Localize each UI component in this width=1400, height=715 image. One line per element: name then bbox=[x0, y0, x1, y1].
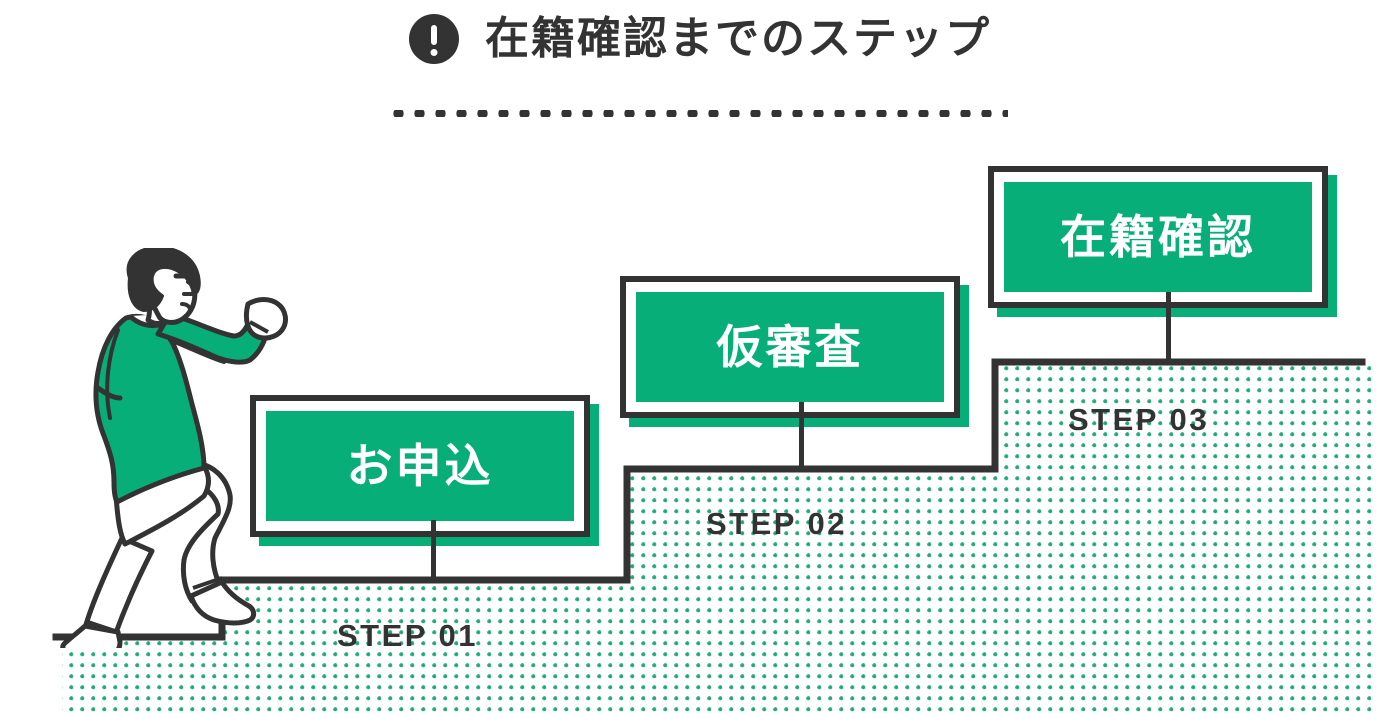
title-row: 在籍確認までのステップ bbox=[0, 14, 1400, 64]
step-box-1[interactable]: お申込 bbox=[250, 395, 599, 546]
box-outline bbox=[250, 395, 590, 537]
step-connector-2 bbox=[799, 402, 804, 466]
person-front-sock bbox=[192, 576, 223, 590]
person-climbing-stairs-illustration bbox=[60, 248, 288, 648]
stair-dot-fills bbox=[62, 365, 1372, 715]
step-number-2: STEP 02 bbox=[706, 506, 848, 541]
person-mouth bbox=[180, 302, 192, 312]
box-fill bbox=[1004, 182, 1312, 292]
step-number-3: STEP 03 bbox=[1068, 402, 1210, 437]
header: 在籍確認までのステップ bbox=[0, 0, 1400, 130]
box-outline bbox=[988, 166, 1328, 308]
step-box-3[interactable]: 在籍確認 bbox=[988, 166, 1337, 317]
step-connector-3 bbox=[1166, 292, 1171, 362]
dotted-divider bbox=[388, 110, 1008, 117]
person-fist bbox=[243, 297, 288, 341]
person-cuff bbox=[249, 320, 269, 334]
person-arm bbox=[155, 311, 269, 365]
step-connector-1 bbox=[431, 520, 436, 582]
person-back-sock bbox=[87, 620, 119, 634]
step-box-2[interactable]: 仮審査 bbox=[620, 276, 969, 427]
person-front-shoe bbox=[188, 579, 257, 626]
person-back-shoe bbox=[60, 623, 123, 648]
person-sweater-crease bbox=[105, 328, 120, 420]
step-label-3: 在籍確認 bbox=[1060, 211, 1256, 263]
box-fill bbox=[266, 411, 574, 521]
person-arm-crease bbox=[168, 338, 226, 364]
step-number-1: STEP 01 bbox=[337, 618, 479, 653]
person-hand-in-pocket bbox=[95, 385, 123, 401]
page-title: 在籍確認までのステップ bbox=[485, 14, 991, 63]
stair-outline bbox=[52, 358, 1366, 641]
exclamation-circle-icon bbox=[409, 14, 459, 64]
step-label-1: お申込 bbox=[346, 440, 494, 492]
exclamation-stem bbox=[431, 25, 437, 45]
exclamation-dot bbox=[430, 49, 438, 56]
person-hair bbox=[126, 248, 201, 312]
step-label-2: 仮審査 bbox=[716, 321, 864, 373]
box-fill bbox=[636, 292, 944, 402]
box-outline bbox=[620, 276, 960, 418]
person-sweater bbox=[93, 314, 207, 505]
